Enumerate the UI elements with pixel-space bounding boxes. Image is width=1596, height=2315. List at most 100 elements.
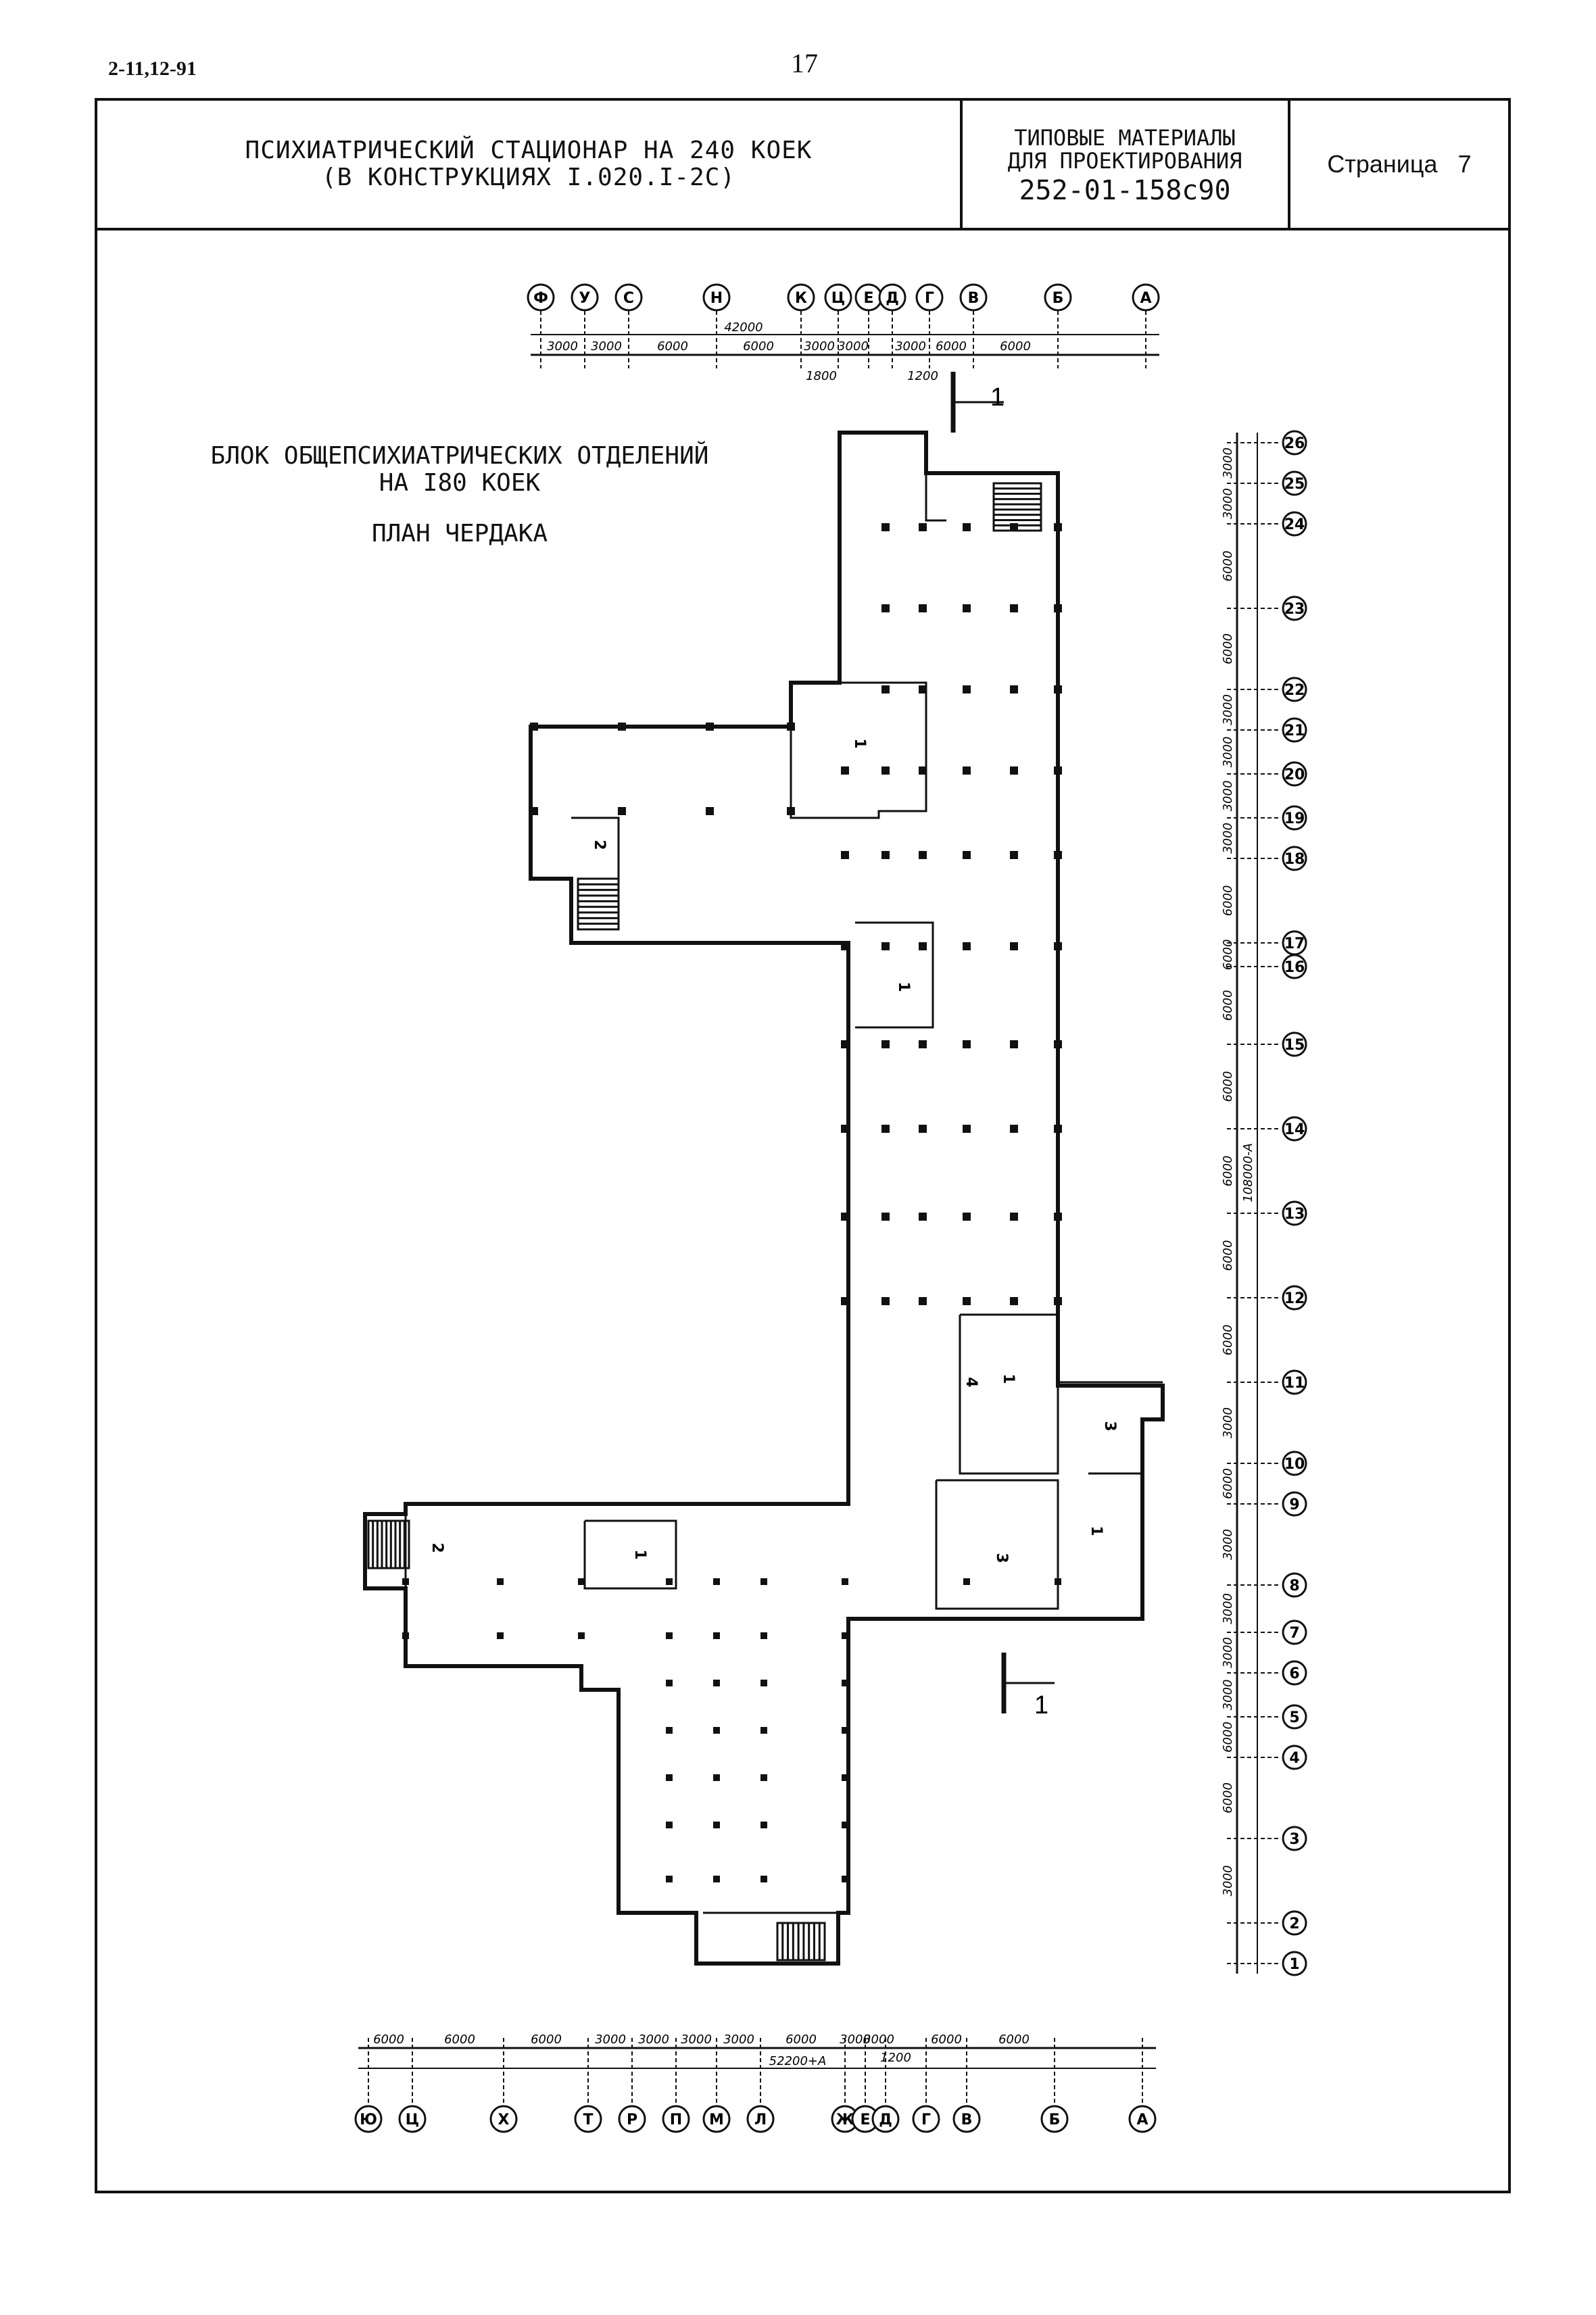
room-number: 2 — [591, 839, 608, 850]
column — [963, 851, 971, 859]
column — [881, 1213, 890, 1221]
axis-bubble — [871, 2105, 900, 2133]
axis-marker: 17 — [1282, 930, 1307, 956]
column — [881, 1040, 890, 1048]
axis-label: Г — [921, 2112, 931, 2128]
partition-wall — [790, 681, 927, 819]
span-dimension: 6000 — [1221, 1325, 1235, 1356]
column — [713, 1774, 720, 1781]
axis-label: У — [579, 290, 591, 307]
axis-label: Ц — [831, 290, 845, 307]
axis-marker: Г — [912, 2105, 940, 2133]
axis-bubble — [1282, 1491, 1307, 1517]
column — [706, 807, 714, 815]
staircase — [776, 1922, 826, 1961]
column — [760, 1876, 767, 1882]
axis-label: 20 — [1284, 766, 1305, 783]
section-number: 1 — [1034, 1691, 1048, 1720]
span-dimension: 3000 — [1221, 1637, 1235, 1668]
axis-marker: К — [787, 283, 815, 312]
axis-bubble — [1132, 283, 1160, 312]
axis-label: 24 — [1284, 516, 1305, 533]
axis-bubble — [912, 2105, 940, 2133]
axis-label: 22 — [1284, 682, 1305, 699]
axis-bubble — [1282, 1951, 1307, 1976]
column — [1010, 604, 1018, 612]
axis-bubble — [1282, 430, 1307, 456]
span-dimension: 6000 — [1000, 339, 1031, 354]
section-marks: 11 — [950, 372, 1055, 1720]
axis-label: 25 — [1284, 476, 1305, 493]
column — [760, 1727, 767, 1734]
column — [706, 723, 714, 731]
building-outline — [363, 431, 1165, 1966]
axis-marker: 1 — [1282, 1951, 1307, 1976]
axis-label: 16 — [1284, 959, 1305, 976]
span-dimension: 6000 — [1221, 885, 1235, 917]
series-block: ТИПОВЫЕ МАТЕРИАЛЫ ДЛЯ ПРОЕКТИРОВАНИЯ 252… — [963, 101, 1287, 226]
axis-marker: 13 — [1282, 1200, 1307, 1226]
axis-bubble — [662, 2105, 690, 2133]
room-number: 4 — [963, 1377, 980, 1387]
axis-marker: 3 — [1282, 1826, 1307, 1851]
column — [497, 1578, 504, 1585]
column — [919, 1040, 927, 1048]
span-dimension: 3000 — [1221, 781, 1235, 812]
document-code: 2-11,12-91 — [108, 57, 197, 80]
span-dimension: 3000 — [895, 339, 926, 354]
column — [1054, 1297, 1062, 1305]
axis-bubble — [1282, 846, 1307, 871]
axis-bubble — [1044, 283, 1072, 312]
axis-label: Ю — [360, 2112, 377, 2128]
axis-bubble — [354, 2105, 383, 2133]
axis-marker: Г — [915, 283, 944, 312]
axis-bubble — [1282, 511, 1307, 537]
axis-bubble — [398, 2105, 427, 2133]
span-dimension: 6000 — [1221, 940, 1235, 971]
axis-bubble — [1282, 1619, 1307, 1645]
span-dimension: 6000 — [1221, 990, 1235, 1021]
room-number: 1 — [1088, 1526, 1105, 1536]
series-line: ДЛЯ ПРОЕКТИРОВАНИЯ — [1007, 147, 1242, 174]
axis-label: Р — [627, 2112, 637, 2128]
staircase-outline — [776, 1922, 826, 1961]
project-title: ПСИХИАТРИЧЕСКИЙ СТАЦИОНАР НА 240 КОЕК (В… — [97, 101, 960, 226]
column — [713, 1680, 720, 1686]
axis-bubble — [915, 283, 944, 312]
axis-bubble — [787, 283, 815, 312]
room-number: 1 — [1000, 1373, 1017, 1384]
axis-marker: 25 — [1282, 470, 1307, 496]
sub-dimension: 1800 — [806, 369, 837, 383]
span-dimension: 6000 — [931, 2032, 962, 2047]
axis-label: Б — [1049, 2112, 1061, 2128]
column — [842, 1632, 848, 1639]
axis-label: 8 — [1289, 1578, 1299, 1594]
span-dimension: 6000 — [373, 2032, 404, 2047]
span-dimension: 3000 — [840, 2032, 871, 2047]
axis-label: А — [1140, 290, 1151, 307]
axis-marker: 14 — [1282, 1116, 1307, 1142]
staircase-outline — [577, 877, 620, 931]
column — [919, 1125, 927, 1133]
axis-marker: Е — [851, 2105, 879, 2133]
axis-label: 19 — [1284, 810, 1305, 827]
axis-bubble — [1282, 470, 1307, 496]
axis-bubble — [1282, 1745, 1307, 1770]
axis-label: 10 — [1284, 1456, 1305, 1473]
column — [919, 942, 927, 950]
axis-label: 13 — [1284, 1206, 1305, 1223]
room-number: 1 — [851, 738, 868, 748]
column — [1054, 523, 1062, 531]
span-dimension: 6000 — [1221, 1071, 1235, 1102]
axis-label: 23 — [1284, 601, 1305, 618]
axis-marker: 5 — [1282, 1704, 1307, 1730]
axis-bubble — [702, 2105, 731, 2133]
axis-marker: Н — [702, 283, 731, 312]
axis-bubble — [1282, 1200, 1307, 1226]
axis-marker: Р — [618, 2105, 646, 2133]
title-block-divider — [95, 228, 1511, 230]
page-label: Страница — [1327, 149, 1438, 178]
column — [787, 807, 795, 815]
column — [963, 685, 971, 693]
